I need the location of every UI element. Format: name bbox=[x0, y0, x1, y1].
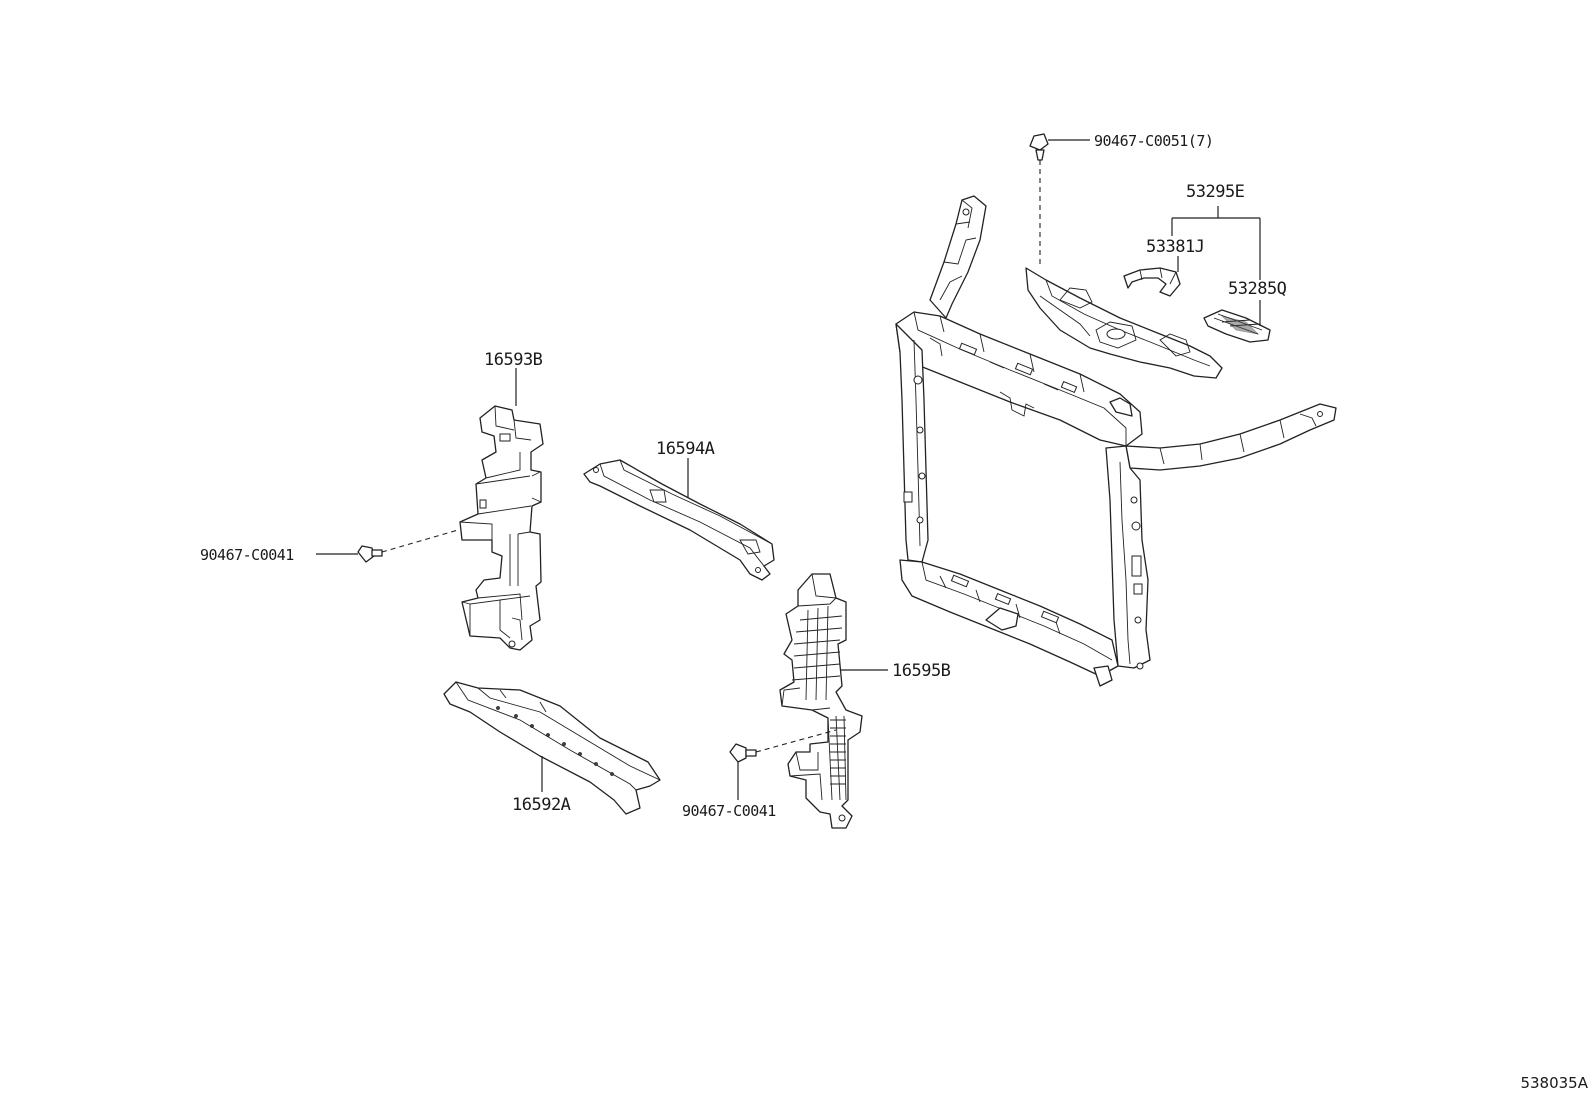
label-16594A: 16594A bbox=[656, 439, 715, 459]
part-53381J-clip[interactable] bbox=[1123, 267, 1181, 297]
label-90467-C0041-center: 90467-C0041 bbox=[682, 802, 776, 820]
label-16593B: 16593B bbox=[484, 350, 543, 370]
label-16592A: 16592A bbox=[512, 795, 571, 815]
part-53285Q-seal[interactable] bbox=[1203, 309, 1271, 343]
part-16592A-lower-seal[interactable] bbox=[443, 681, 661, 815]
label-90467-C0051: 90467-C0051(7) bbox=[1094, 132, 1213, 150]
label-53285Q: 53285Q bbox=[1228, 279, 1287, 299]
fastener-90467-C0041-left[interactable] bbox=[357, 545, 383, 563]
label-53295E: 53295E bbox=[1186, 182, 1245, 202]
part-16594A-upper-seal[interactable] bbox=[583, 459, 775, 581]
fastener-90467-C0041-center[interactable] bbox=[729, 743, 757, 763]
part-16593B-side-seal[interactable] bbox=[459, 405, 544, 651]
label-90467-C0041-left: 90467-C0041 bbox=[200, 546, 294, 564]
part-53295E-upper-cover[interactable] bbox=[1025, 267, 1223, 379]
label-53381J: 53381J bbox=[1146, 237, 1204, 257]
radiator-support-frame[interactable] bbox=[895, 195, 1337, 687]
part-16595B-side-seal[interactable] bbox=[779, 573, 863, 829]
leader-lines bbox=[316, 139, 1261, 800]
diagram-code: 538035A bbox=[1520, 1074, 1588, 1092]
label-16595B: 16595B bbox=[892, 661, 951, 681]
fastener-90467-C0051[interactable] bbox=[1029, 133, 1049, 161]
